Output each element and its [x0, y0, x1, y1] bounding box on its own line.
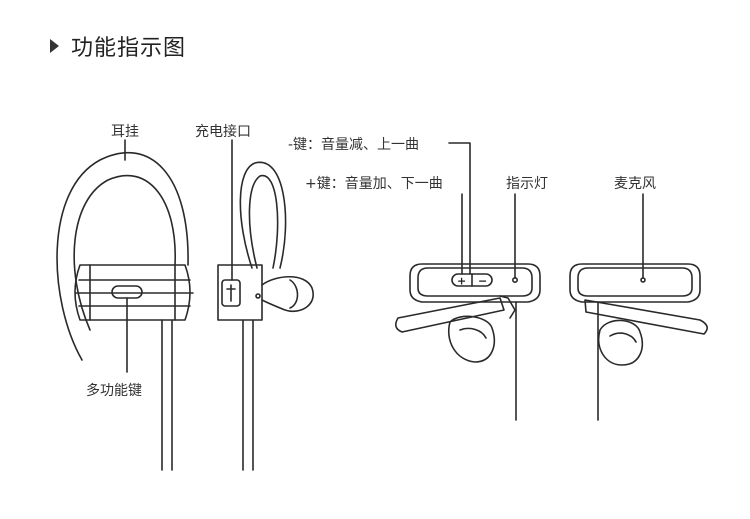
ear-hook-inner: [73, 174, 176, 331]
side-body: [217, 264, 263, 321]
ear-tip-mic: [598, 319, 644, 366]
rod-left: [394, 297, 505, 333]
plus-button-glyph: +: [457, 275, 466, 288]
label-microphone: 麦克风: [614, 176, 656, 192]
earphone-front-view: [56, 139, 194, 471]
label-volume-down: -键：音量减、上一曲: [288, 137, 420, 153]
earphone-top-view: + −: [394, 142, 541, 421]
label-indicator: 指示灯: [506, 176, 548, 192]
page-title: 功能指示图: [71, 36, 187, 61]
label-volume-up: +键：音量加、下一曲: [305, 176, 443, 192]
leader-volume-down: [448, 142, 471, 275]
ear-tip-top: [448, 315, 496, 363]
label-charge-port: 充电接口: [195, 124, 251, 140]
ear-hook-outer-side: [239, 161, 287, 269]
triangle-right-icon: [50, 39, 59, 53]
ear-tip-side: [261, 276, 314, 312]
charge-port: [221, 279, 241, 307]
label-multi-button: 多功能键: [86, 383, 142, 399]
rod-mic: [584, 299, 708, 335]
ear-hook-inner-side: [248, 175, 279, 269]
mic-body: [569, 263, 701, 303]
minus-button-glyph: −: [478, 275, 487, 288]
earphone-side-view: [217, 139, 314, 471]
label-ear-hook: 耳挂: [111, 124, 139, 140]
ear-hook-outer: [56, 151, 189, 361]
multi-function-button: [111, 285, 143, 299]
earphone-body: [74, 264, 191, 321]
top-body: [409, 263, 541, 303]
earphone-mic-view: [569, 193, 708, 421]
section-heading: 功能指示图: [50, 30, 186, 62]
